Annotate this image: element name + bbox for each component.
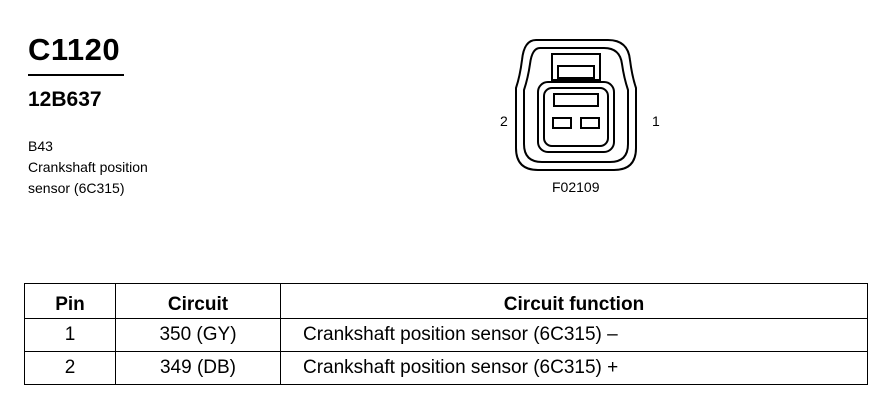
connector-housing-inner xyxy=(523,47,629,163)
figure-code: F02109 xyxy=(552,179,600,195)
component-name-line-2: sensor (6C315) xyxy=(28,180,125,196)
header-circuit-function: Circuit function xyxy=(280,283,868,319)
title-underline xyxy=(28,74,124,76)
part-number: 12B637 xyxy=(28,88,102,111)
pin-2-label: 2 xyxy=(500,113,508,129)
locking-tab-outer xyxy=(551,53,601,81)
locking-tab-inner xyxy=(557,65,595,79)
connector-id: C1120 xyxy=(28,32,121,67)
circuit-number: 349 (DB) xyxy=(115,351,281,385)
pin-slot-2 xyxy=(552,117,572,129)
pin-slot-1 xyxy=(580,117,600,129)
table-header-row: Pin Circuit Circuit function xyxy=(24,283,868,319)
header-circuit: Circuit xyxy=(115,283,281,319)
pin-1-label: 1 xyxy=(652,113,660,129)
terminal-cavity-inner xyxy=(543,87,609,147)
terminal-cavity-outer xyxy=(537,81,615,153)
circuit-function: Crankshaft position sensor (6C315) – xyxy=(280,318,868,352)
circuit-number: 350 (GY) xyxy=(115,318,281,352)
table-row: 2 349 (DB) Crankshaft position sensor (6… xyxy=(24,351,868,385)
pin-number: 1 xyxy=(24,318,116,352)
table-row: 1 350 (GY) Crankshaft position sensor (6… xyxy=(24,318,868,352)
header-pin: Pin xyxy=(24,283,116,319)
pin-slot-top xyxy=(553,93,599,107)
pinout-table: Pin Circuit Circuit function 1 350 (GY) … xyxy=(24,283,868,385)
pin-number: 2 xyxy=(24,351,116,385)
component-name-line-1: Crankshaft position xyxy=(28,159,148,175)
connector-face-diagram xyxy=(515,39,637,171)
component-code: B43 xyxy=(28,138,53,154)
circuit-function: Crankshaft position sensor (6C315) + xyxy=(280,351,868,385)
component-description: B43 Crankshaft position sensor (6C315) xyxy=(28,136,148,199)
connector-housing-outer xyxy=(515,39,637,171)
